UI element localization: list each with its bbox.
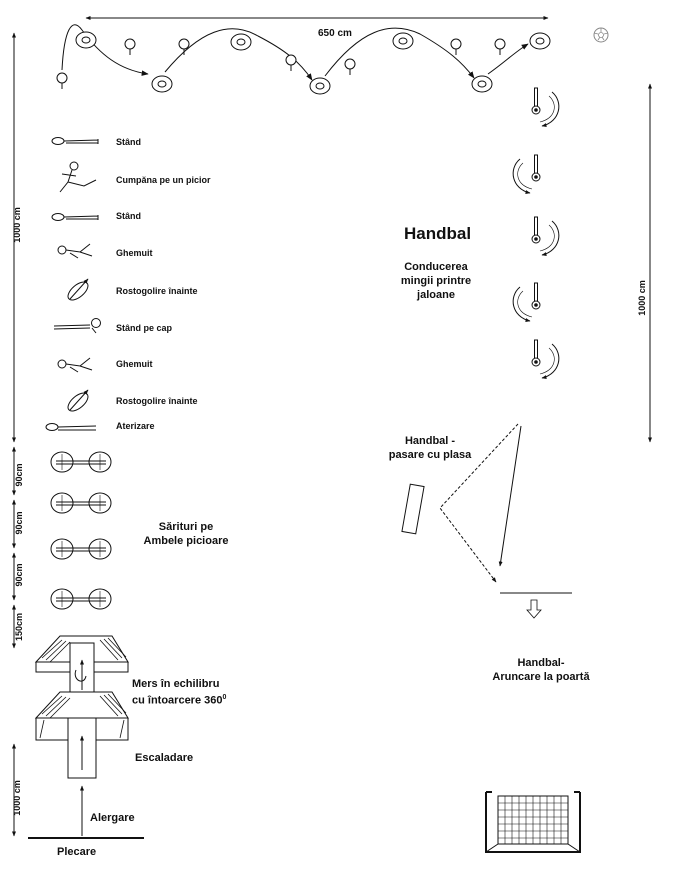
dribble-pole (531, 339, 560, 379)
shot-label-line: Handbal- (517, 657, 565, 669)
floor-exercise-label: Rostogolire înainte (116, 396, 198, 406)
small-pole (450, 38, 462, 55)
dribble-pole (512, 154, 541, 194)
small-pole (285, 54, 297, 71)
top-dimension-label: 650 cm (318, 28, 352, 39)
floor-exercise-label: Ghemuit (116, 359, 153, 369)
crouch-figure (57, 357, 93, 373)
lying-figure (51, 213, 99, 221)
crouch-figure (57, 243, 93, 259)
headstand-figure (53, 318, 101, 334)
roll-figure (67, 389, 89, 412)
floor-exercise-label: Stând (116, 137, 142, 147)
floor-exercise-label: Ghemuit (116, 248, 153, 258)
dribble-route (61, 24, 149, 76)
pass-label: Handbal - pasare cu plasa (370, 434, 490, 462)
shot-label-line: Aruncare la poartă (492, 671, 590, 683)
start-dimension-label: 1000 cm (12, 780, 22, 816)
ball-icon (593, 27, 609, 43)
cone-disc (151, 75, 173, 93)
cone-disc (529, 32, 551, 50)
dribble-label: Conducerea mingii printre jaloane (376, 260, 496, 302)
handball-title: Handbal (404, 224, 472, 243)
floor-exercise-label: Stând pe cap (116, 323, 173, 333)
cone-disc (75, 31, 97, 49)
dribble-pole (531, 87, 560, 127)
jump-hurdle (50, 538, 112, 560)
down-hollow-arrow (526, 599, 542, 619)
floor-exercise-label: Cumpăna pe un picior (116, 175, 211, 185)
landing-figure (45, 423, 97, 431)
balance-label-text: cu întoarcere 360 (132, 694, 223, 707)
dribble-label-line: Conducerea (404, 261, 468, 273)
small-pole (494, 38, 506, 55)
rebound-net (401, 483, 425, 535)
floor-exercise-label: Aterizare (116, 421, 155, 431)
dribble-pole (512, 282, 541, 322)
start-label: Plecare (57, 846, 97, 858)
floor-exercise-figures (45, 137, 101, 431)
cone-disc (471, 75, 493, 93)
dribble-wave (324, 27, 475, 79)
floor-exercise-label: Rostogolire înainte (116, 286, 198, 296)
small-pole (56, 72, 68, 89)
dribble-wave (487, 43, 529, 75)
pass-label-line: pasare cu plasa (388, 449, 472, 461)
dribble-label-line: jaloane (417, 289, 455, 301)
climbing-box (34, 691, 129, 779)
left-dimension-label: 1000 cm (12, 207, 22, 243)
pole-group (56, 38, 506, 89)
jumps-label: Sărituri pe Ambele picioare (126, 520, 246, 548)
jumps-label-line: Ambele picioare (143, 535, 229, 547)
gap-label-2: 90cm (14, 511, 24, 535)
balance-label-line1: Mers în echilibru (132, 678, 220, 690)
degree-superscript: 0 (222, 694, 227, 701)
handball-goal (485, 791, 581, 853)
pass-label-line: Handbal - (404, 435, 456, 447)
small-pole (124, 38, 136, 55)
balance-figure (59, 161, 97, 193)
dribble-wave (164, 28, 313, 81)
cone-disc (392, 32, 414, 50)
right-dimension-label: 1000 cm (637, 280, 647, 316)
dribble-poles-right (512, 87, 560, 379)
gap-label-1: 90cm (14, 463, 24, 487)
pass-dashed-lines (439, 423, 519, 583)
jump-hurdles (50, 451, 112, 610)
small-pole (344, 58, 356, 75)
cone-disc (309, 77, 331, 95)
small-pole (178, 38, 190, 55)
balance-label-line2: cu întoarcere 3600 (132, 694, 226, 707)
jump-hurdle (50, 492, 112, 514)
gap-label-4: 150cm (14, 612, 24, 642)
pass-arrow (498, 425, 522, 567)
shot-label: Handbal- Aruncare la poartă (476, 656, 606, 684)
roll-figure (67, 278, 89, 301)
climbing-label: Escaladare (135, 752, 194, 764)
dribble-pole (531, 216, 560, 256)
jump-hurdle (50, 451, 112, 473)
gap-label-3: 90cm (14, 563, 24, 587)
cone-disc-group (75, 31, 551, 95)
dribble-label-line: mingii printre (400, 275, 472, 287)
floor-exercise-label: Stând (116, 211, 142, 221)
running-label: Alergare (90, 812, 135, 824)
lying-figure (51, 137, 99, 145)
jumps-label-line: Sărituri pe (158, 521, 214, 533)
jump-hurdle (50, 588, 112, 610)
cone-disc (230, 33, 252, 51)
